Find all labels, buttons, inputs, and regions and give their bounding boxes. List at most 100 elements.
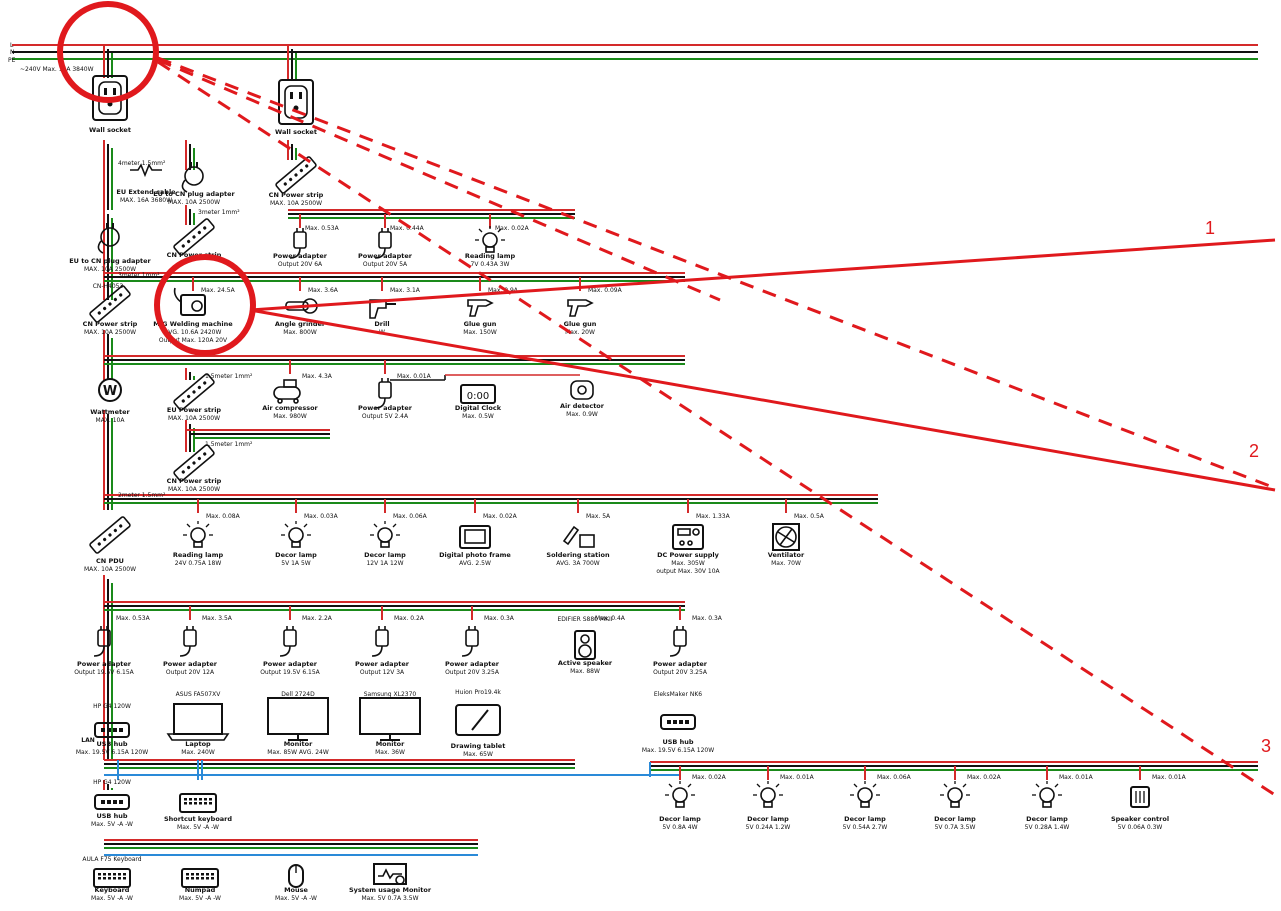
cord <box>374 247 386 259</box>
strip-socket <box>299 168 303 173</box>
key <box>108 873 111 876</box>
ray <box>962 783 967 788</box>
cnpdu-load: 2meter 1.5mm² <box>118 492 166 499</box>
bulb-base <box>675 801 685 808</box>
pa8-name: Power adapter <box>445 660 500 668</box>
shortcut-spec: Max. 5V -A -W <box>177 824 219 831</box>
cord <box>97 240 104 254</box>
psu-knob <box>692 528 700 536</box>
pa7-spec: Output 12V 3A <box>360 669 405 676</box>
mains-l: L <box>10 42 14 49</box>
decor3-load: Max. 0.02A <box>692 774 727 781</box>
speaker-tag: EDIFIER S880 MKII <box>557 616 612 623</box>
hub-body <box>94 794 130 810</box>
cnstrip4-load: 1.5meter 1mm² <box>205 441 253 448</box>
padapter2-load: Max. 0.44A <box>390 225 425 232</box>
bulb-icon <box>183 521 213 548</box>
tablet-body <box>455 704 501 736</box>
wattmeter-name: Wattmeter <box>90 408 130 416</box>
strip-socket <box>197 230 201 235</box>
usb-hub-icon <box>94 794 130 810</box>
keyboard-icon <box>93 868 131 888</box>
padapter3-name: Power adapter <box>358 404 413 412</box>
power-strip-icon <box>173 218 215 256</box>
key <box>209 798 212 801</box>
callout-number-3: 3 <box>1261 736 1271 756</box>
decor7-spec: 5V 0.28A 1.4W <box>1025 824 1070 831</box>
key <box>189 802 192 805</box>
key <box>118 873 121 876</box>
glue1-name: Glue gun <box>464 320 497 328</box>
wall2-name: Wall socket <box>275 128 317 136</box>
hub-port <box>679 720 683 724</box>
decor1-spec: 5V 1A 5W <box>281 560 310 567</box>
readlamp1-load: Max. 0.02A <box>495 225 530 232</box>
strip-socket <box>181 244 185 248</box>
mouse-spec: Max. 5V -A -W <box>275 895 317 902</box>
key <box>98 877 101 880</box>
slot <box>290 92 293 99</box>
key <box>103 877 106 880</box>
hub-port <box>113 728 117 732</box>
photo-frame-icon <box>459 525 491 549</box>
decor7-load: Max. 0.01A <box>1059 774 1094 781</box>
padapter2-name: Power adapter <box>358 252 413 260</box>
iron-pen <box>562 525 580 546</box>
glue-gun-body <box>467 299 494 317</box>
cord <box>279 645 291 657</box>
decor5-load: Max. 0.06A <box>877 774 912 781</box>
highlight-circle-welder <box>154 254 256 356</box>
speaker-control-icon <box>1130 786 1150 808</box>
key <box>204 802 207 805</box>
glue1-load: Max. 0.9A <box>488 287 519 294</box>
fan-frame <box>772 523 800 551</box>
clock-spec: Max. 0.5W <box>462 413 494 420</box>
annotation-overlay: 123 <box>57 1 1276 797</box>
glue-gun-icon <box>567 299 594 317</box>
psu-port <box>687 540 693 546</box>
dcpsu-spec2: output Max. 30V 10A <box>656 568 720 575</box>
key <box>204 798 207 801</box>
strip-socket <box>187 394 191 399</box>
cord <box>669 645 681 657</box>
cord <box>374 397 386 409</box>
hub-port <box>685 720 689 724</box>
sysmon-spec: Max. 5V 0.7A 3.5W <box>361 895 418 902</box>
bulb-glass <box>760 787 776 803</box>
mains-spec: ~240V Max. 16A 3840W <box>20 66 94 73</box>
hub-port <box>667 720 671 724</box>
mains-pe: PE <box>8 57 16 64</box>
frame-name: Digital photo frame <box>439 551 511 559</box>
decor5-name: Decor lamp <box>844 815 886 823</box>
strip-socket <box>108 533 112 537</box>
glue2-load: Max. 0.09A <box>588 287 623 294</box>
cable-squiggle <box>130 163 162 178</box>
decor1-load: Max. 0.03A <box>304 513 339 520</box>
tablet-spec: Max. 65W <box>463 751 493 758</box>
sysmon-graph <box>378 868 402 880</box>
cord <box>461 645 473 657</box>
lan-label: LAN <box>81 737 95 744</box>
tank <box>273 386 301 400</box>
key <box>113 873 116 876</box>
mon1-spec: Max. 85W AVG. 24W <box>267 749 329 756</box>
welder-icon <box>173 287 206 316</box>
ray <box>668 783 673 788</box>
psu-icon <box>672 524 704 550</box>
wheel <box>277 398 283 404</box>
cnstrip1-name: CN Power strip <box>269 191 324 199</box>
bulb-icon <box>1032 781 1062 808</box>
bulb-glass <box>672 787 688 803</box>
air-detector-icon <box>570 380 594 400</box>
key <box>209 802 212 805</box>
strip-socket <box>97 542 101 546</box>
bulb-icon <box>475 226 505 253</box>
callout-dash-3 <box>157 60 1276 797</box>
key <box>186 873 189 876</box>
adapter-brick <box>673 629 687 647</box>
adapter-brick <box>283 629 297 647</box>
ray <box>205 523 210 528</box>
cord <box>371 645 383 657</box>
pa9-name: Power adapter <box>653 660 708 668</box>
vent-load: Max. 0.5A <box>794 513 825 520</box>
